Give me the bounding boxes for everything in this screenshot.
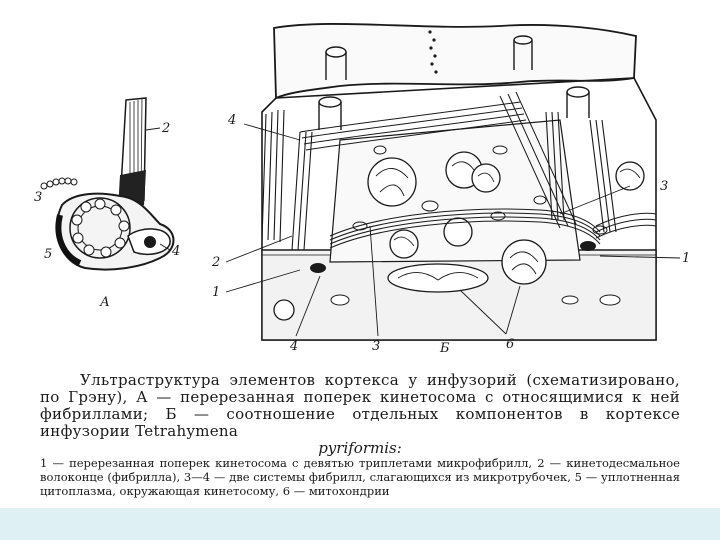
panel-a-drawing	[41, 98, 174, 270]
panel-b-label-4-top: 4	[227, 113, 236, 128]
panel-b-title: Б	[439, 341, 450, 356]
cortex-ultrastructure-figure: 2 3 4 5 А	[0, 0, 720, 370]
panel-b-drawing	[226, 24, 680, 340]
panel-b-label-3-right: 3	[660, 179, 668, 194]
panel-b-label-2-left: 2	[211, 255, 220, 270]
panel-a-label-3: 3	[34, 190, 42, 205]
panel-a-label-2: 2	[161, 121, 170, 136]
figure-legend: 1 — перерезанная поперек кинетосома с де…	[40, 456, 680, 498]
panel-a-label-5: 5	[44, 247, 52, 262]
panel-b-label-1-left: 1	[212, 285, 220, 300]
panel-a-title: А	[99, 295, 110, 310]
panel-b-label-1-right: 1	[682, 251, 690, 266]
figure-caption: Ультраструктура элементов кортекса у инф…	[40, 372, 680, 457]
panel-b-label-6-bottom: 6	[506, 337, 514, 352]
bottom-band	[0, 508, 720, 540]
panel-a-label-4: 4	[171, 244, 180, 259]
panel-b-label-3-bottom: 3	[372, 339, 380, 354]
caption-title: Ультраструктура элементов кортекса у инф…	[40, 372, 680, 440]
panel-b-label-4-bottom: 4	[289, 339, 298, 354]
caption-species: pyriformis:	[40, 440, 680, 457]
